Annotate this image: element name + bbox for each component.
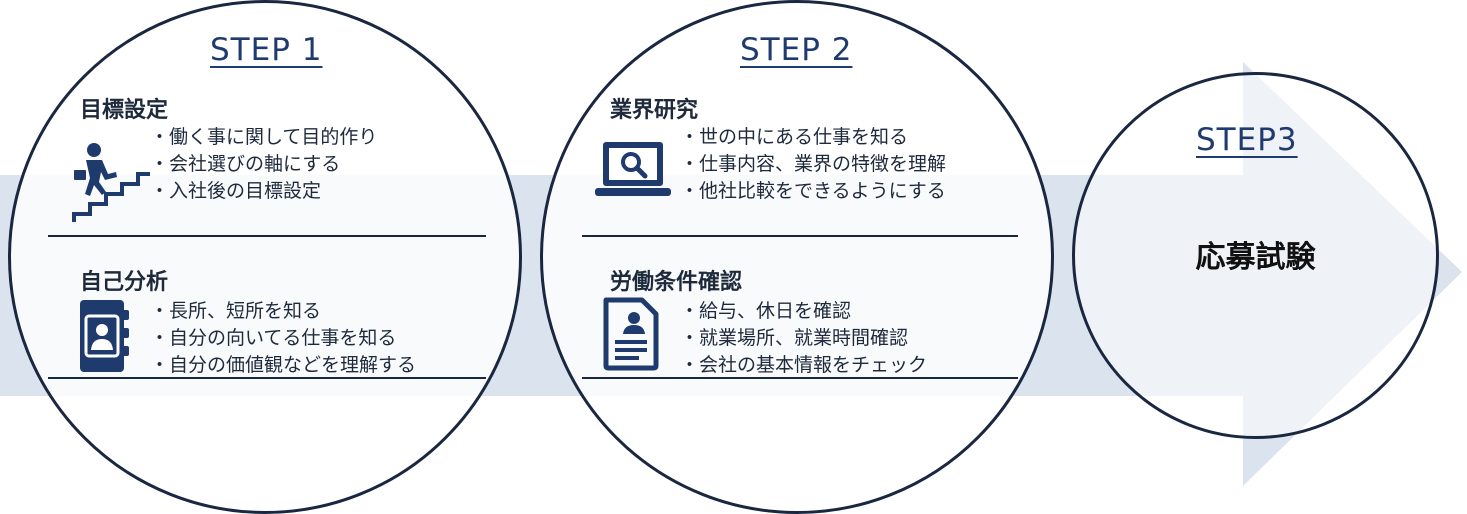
step3-circle: [1072, 72, 1439, 439]
step1-label: STEP 1: [210, 32, 323, 68]
step2-section2-title: 労働条件確認: [610, 270, 743, 295]
bullet-item: ・入社後の目標設定: [150, 180, 322, 202]
step1-section2-bullets: ・長所、短所を知る ・自分の向いてる仕事を知る ・自分の価値観などを理解する: [150, 298, 416, 379]
step2-circle: [540, 0, 1054, 514]
laptop-search-icon: [595, 142, 671, 196]
step3-label: STEP3: [1196, 122, 1298, 158]
step1-circle: [8, 0, 522, 514]
stairs-climbing-businessman-icon: [72, 143, 150, 222]
resume-document-icon: [603, 297, 659, 371]
step2-divider-bottom: [582, 377, 1018, 379]
step1-divider-bottom: [48, 377, 486, 379]
step2-divider-top: [582, 235, 1018, 237]
step2-label: STEP 2: [740, 32, 853, 68]
bullet-item: ・会社選びの軸にする: [150, 153, 341, 175]
step1-divider-top: [48, 235, 486, 237]
bullet-item: ・世の中にある仕事を知る: [680, 126, 909, 148]
step2-section2-bullets: ・給与、休日を確認 ・就業場所、就業時間確認 ・会社の基本情報をチェック: [680, 298, 927, 379]
bullet-item: ・給与、休日を確認: [680, 300, 852, 322]
bullet-item: ・長所、短所を知る: [150, 300, 322, 322]
bullet-item: ・就業場所、就業時間確認: [680, 327, 909, 349]
step1-section1-bullets: ・働く事に関して目的作り ・会社選びの軸にする ・入社後の目標設定: [150, 124, 377, 205]
step2-section1-bullets: ・世の中にある仕事を知る ・仕事内容、業界の特徴を理解 ・他社比較をできるように…: [680, 124, 946, 205]
bullet-item: ・会社の基本情報をチェック: [680, 354, 928, 376]
step2-section1-title: 業界研究: [610, 98, 699, 123]
bullet-item: ・自分の向いてる仕事を知る: [150, 327, 397, 349]
bullet-item: ・仕事内容、業界の特徴を理解: [680, 153, 947, 175]
step1-section2-title: 自己分析: [80, 270, 169, 295]
bullet-item: ・働く事に関して目的作り: [150, 126, 378, 148]
step3-title: 応募試験: [1195, 240, 1316, 275]
step1-section1-title: 目標設定: [80, 98, 169, 123]
contact-book-icon: [80, 300, 129, 372]
bullet-item: ・自分の価値観などを理解する: [150, 354, 417, 376]
bullet-item: ・他社比較をできるようにする: [680, 180, 946, 202]
